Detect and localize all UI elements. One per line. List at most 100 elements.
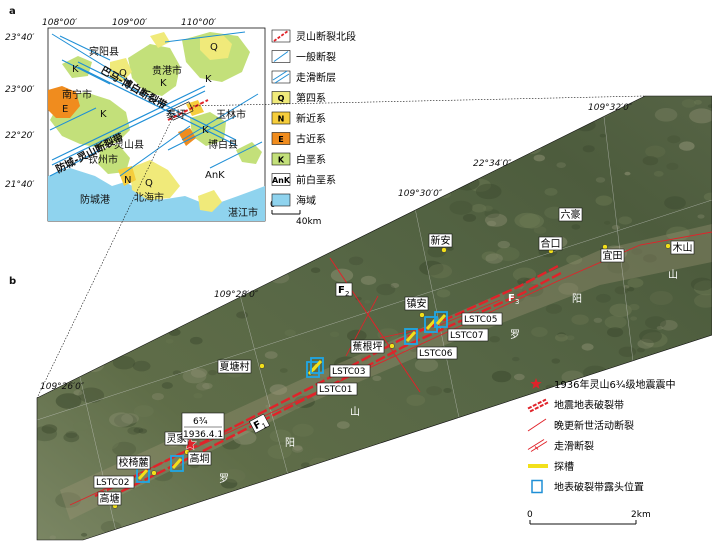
strike-slip-line	[77, 66, 237, 146]
place-lingshan: 灵山县	[114, 139, 144, 151]
geo-letter: K	[205, 74, 212, 85]
place-guigang: 贵港市	[152, 64, 182, 77]
trench-label: LSTC07	[450, 331, 483, 341]
trench-label: LSTC01	[319, 385, 352, 395]
coord-top-1: 108°00′	[42, 18, 77, 28]
outcrop-icon	[306, 361, 320, 378]
coord-left-1: 23°40′	[5, 33, 34, 43]
coord-left-3: 22°20′	[5, 131, 34, 141]
place-binyang: 宾阳县	[89, 45, 119, 58]
legend-a-label: 一般断裂	[296, 51, 336, 64]
trench-marker: LSTC07	[424, 316, 489, 342]
legend-a-item: E 古近系	[271, 132, 326, 146]
place-bobai: 博白县	[208, 138, 238, 151]
outcrop-icon	[531, 479, 543, 494]
geo-letter: AnK	[205, 170, 225, 181]
legend-b: 1936年灵山6¾级地震震中地震地表破裂带晚更新世活动断裂走滑断裂探槽地表破裂带…	[527, 378, 676, 494]
outcrop-icon	[424, 316, 438, 333]
trench-icon	[405, 331, 417, 342]
legend-swatch	[271, 91, 291, 104]
legend-a-item: 海域	[271, 193, 316, 207]
place-label: 校椅麓	[119, 456, 149, 469]
place-nanning: 南宁市	[62, 88, 92, 101]
outcrop-icon	[404, 328, 418, 345]
legend-swatch	[271, 132, 291, 145]
study-area-box	[168, 101, 194, 121]
fault-label-f1: F	[252, 419, 263, 432]
fault-line	[59, 35, 111, 61]
place-xiatangcun: 夏塘村	[217, 359, 265, 374]
fault-line	[51, 33, 131, 83]
place-labels: 六豪新安合口宜田木山镇安蕉根坪夏塘村灵家校椅麓高垌高塘	[97, 207, 695, 509]
trench-icon	[311, 360, 323, 371]
strike-slip-icon	[271, 70, 291, 84]
quaternary-area-1	[200, 34, 232, 60]
trench-label: LSTC02	[96, 478, 129, 488]
legend-b-item: 1936年灵山6¾级地震震中	[530, 378, 676, 391]
legend-a-item: 一般断裂	[271, 50, 336, 64]
legend-swatch	[271, 173, 291, 186]
place-zhanjiang: 湛江市	[228, 206, 258, 219]
place-qinzhou: 钦州市	[88, 153, 118, 166]
place-jiaogenping: 蕉根坪	[350, 339, 395, 354]
legend-a-item: Q 第四系	[271, 91, 326, 105]
coord-left-4: 21°40′	[5, 180, 34, 190]
legend-b-item: 地表破裂带露头位置	[531, 479, 644, 494]
legend-letter: Q	[278, 94, 285, 103]
place-dot	[259, 363, 265, 369]
place-gaotang: 高塘	[97, 491, 122, 509]
outcrop-icon	[310, 357, 324, 374]
neogene-area-1	[118, 166, 136, 186]
place-yitian: 宜田	[600, 244, 625, 263]
legend-a-label: 古近系	[296, 133, 326, 146]
legend-a-item: N 新近系	[271, 111, 326, 125]
coord-b-5: 22°34′0″	[473, 159, 512, 169]
legend-letter: E	[278, 135, 283, 144]
trench-icon	[137, 469, 149, 480]
trench-marker: LSTC06	[404, 328, 458, 360]
quaternary-area-3	[130, 160, 180, 200]
coord-b-2: 109°28′0″	[214, 290, 259, 300]
outcrop-icon	[170, 455, 184, 472]
legend-a-label: 第四系	[296, 92, 326, 105]
legend-b-item: 走滑断裂	[527, 439, 594, 453]
legend-letter: N	[278, 115, 285, 124]
general-faults	[49, 31, 263, 177]
terrain-label: 山	[668, 269, 678, 281]
place-label: 新安	[431, 234, 451, 247]
quaternary-area-2	[110, 58, 132, 82]
satellite-frame	[36, 95, 712, 541]
legend-a-label: 前白垩系	[296, 174, 336, 187]
fault-label-f3: F	[508, 293, 515, 304]
rupture-line	[94, 263, 561, 498]
place-dot	[419, 312, 425, 318]
trench-marker: LSTC02	[93, 466, 150, 489]
fault-f2	[329, 257, 421, 393]
coord-left-2: 23°00′	[5, 85, 34, 95]
place-label: 蕉根坪	[353, 340, 383, 353]
legend-a-label: 新近系	[296, 112, 326, 125]
place-xinan: 新安	[428, 233, 453, 253]
epicenter-star-icon	[530, 378, 542, 389]
place-label: 高垌	[190, 452, 210, 465]
legend-swatch	[271, 111, 291, 125]
rupture-line	[97, 270, 564, 505]
legend-b-label: 1936年灵山6¾级地震震中	[554, 378, 676, 391]
fault-line	[164, 31, 246, 43]
legend-a-label: 白垩系	[296, 153, 326, 166]
scale-bar-b: 0 2km	[527, 510, 651, 525]
terrain-label: 山	[350, 406, 360, 418]
fault-line	[119, 125, 191, 177]
place-label: 六豪	[561, 208, 581, 221]
place-label: 木山	[673, 242, 693, 254]
place-dot	[665, 243, 671, 249]
legend-a-label: 灵山断裂北段	[296, 30, 356, 43]
cretaceous-area-7	[236, 142, 262, 164]
quaternary-area-4	[198, 190, 222, 212]
geo-letter: K	[100, 109, 107, 120]
legend-b-item: 探槽	[528, 460, 574, 473]
trench-marker	[170, 455, 184, 472]
